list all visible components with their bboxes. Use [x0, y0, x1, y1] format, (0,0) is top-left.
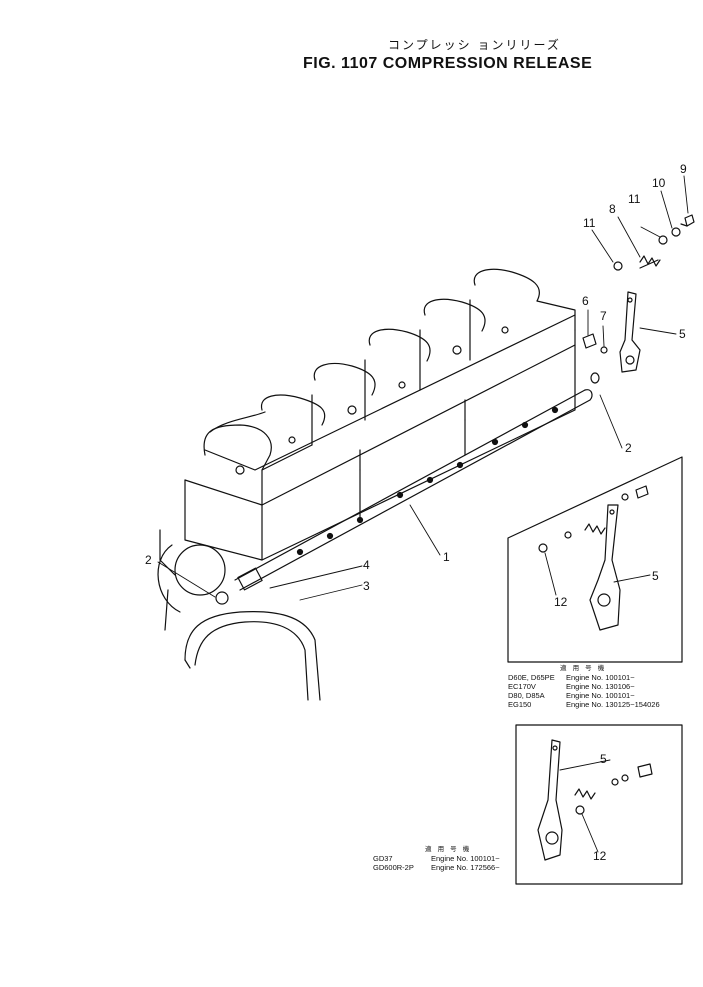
callout-9: 9 — [680, 162, 687, 176]
callout-8: 8 — [609, 202, 616, 216]
table-row: D60E, D65PE Engine No. 100101~ — [508, 673, 664, 682]
japanese-title: コンプレッシ ョンリリーズ — [388, 38, 561, 52]
table-row: EC170V Engine No. 130106~ — [508, 682, 664, 691]
release-shaft — [215, 389, 593, 605]
callout-6: 6 — [582, 294, 589, 308]
detail-box-1 — [507, 456, 683, 663]
callout-11-lower: 11 — [583, 216, 596, 230]
table-row: GD600R-2P Engine No. 172566~ — [373, 863, 504, 872]
table-2-header: 適 用 号 機 — [425, 845, 472, 853]
model-cell: D80, D85A — [508, 691, 545, 700]
model-cell: D60E, D65PE — [508, 673, 555, 682]
engine-block — [184, 268, 576, 561]
table-row: GD37 Engine No. 100101~ — [373, 854, 504, 863]
flywheel-housing — [157, 529, 321, 701]
applicability-table-2: 適 用 号 機 GD37 Engine No. 100101~ GD600R-2… — [373, 845, 504, 872]
detail-box-2 — [515, 724, 683, 885]
table-2-body: GD37 Engine No. 100101~ GD600R-2P Engine… — [373, 854, 504, 872]
callout-7: 7 — [600, 309, 607, 323]
callout-4: 4 — [363, 558, 370, 572]
exploded-parts-main — [582, 214, 695, 384]
callout-5-box1: 5 — [652, 569, 659, 583]
engine-cell: Engine No. 130125~154026 — [566, 700, 660, 709]
callout-12-box2: 12 — [593, 849, 607, 863]
model-cell: GD600R-2P — [373, 863, 414, 872]
applicability-table-1: 適 用 号 機 D60E, D65PE Engine No. 100101~ E… — [508, 664, 664, 709]
table-1-body: D60E, D65PE Engine No. 100101~ EC170V En… — [508, 673, 664, 709]
callout-1: 1 — [443, 550, 450, 564]
table-row: EG150 Engine No. 130125~154026 — [508, 700, 664, 709]
callout-12-box1: 12 — [554, 595, 568, 609]
table-1-header: 適 用 号 機 — [560, 664, 607, 672]
callout-5-main: 5 — [679, 327, 686, 341]
engine-cell: Engine No. 172566~ — [431, 863, 500, 872]
figure-title: FIG. 1107 COMPRESSION RELEASE — [303, 55, 593, 72]
callout-3: 3 — [363, 579, 370, 593]
engine-cell: Engine No. 130106~ — [566, 682, 635, 691]
engine-cell: Engine No. 100101~ — [431, 854, 500, 863]
callout-5-box2: 5 — [600, 752, 607, 766]
model-cell: EC170V — [508, 682, 536, 691]
model-cell: GD37 — [373, 854, 393, 863]
callout-10: 10 — [652, 176, 666, 190]
leader-lines — [157, 175, 689, 853]
callout-2-right: 2 — [625, 441, 632, 455]
engine-cell: Engine No. 100101~ — [566, 673, 635, 682]
table-row: D80, D85A Engine No. 100101~ — [508, 691, 664, 700]
callout-2-left: 2 — [145, 553, 152, 567]
model-cell: EG150 — [508, 700, 532, 709]
callout-labels: 1 2 2 3 4 5 5 5 6 7 8 9 10 11 11 12 12 — [145, 162, 687, 863]
engine-cell: Engine No. 100101~ — [566, 691, 635, 700]
callout-11-upper: 11 — [628, 192, 641, 206]
